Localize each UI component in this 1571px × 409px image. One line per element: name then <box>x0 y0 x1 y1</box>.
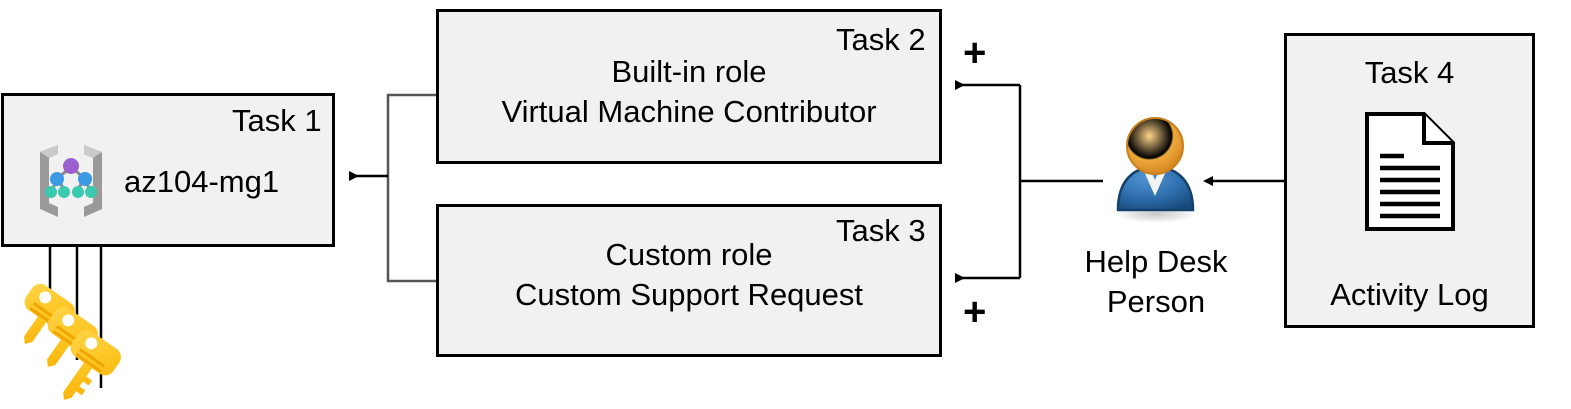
task3-line2: Custom Support Request <box>514 277 864 312</box>
document-icon <box>1362 110 1458 233</box>
task2-line2: Virtual Machine Contributor <box>501 94 877 129</box>
person-icon <box>1098 110 1213 225</box>
task4-text: Activity Log <box>1330 277 1489 312</box>
task2-line1: Built-in role <box>611 54 767 89</box>
plus-top-icon: + <box>963 31 987 75</box>
task1-text: az104-mg1 <box>124 164 280 199</box>
task1-box[interactable] <box>1 93 335 247</box>
management-group-icon <box>28 137 114 223</box>
task4-corner-label: Task 4 <box>1364 55 1455 90</box>
person-caption-line2: Person <box>1106 284 1206 319</box>
task2-box[interactable] <box>436 9 942 164</box>
task3-box[interactable] <box>436 204 942 357</box>
plus-bottom-icon: + <box>963 290 987 334</box>
task1-corner-label: Task 1 <box>232 103 322 138</box>
person-caption-line1: Help Desk <box>1084 244 1228 279</box>
keys-icon <box>20 278 140 409</box>
task3-line1: Custom role <box>605 237 773 272</box>
connector-roles-to-task1 <box>349 93 436 283</box>
task2-corner-label: Task 2 <box>836 22 926 57</box>
task3-corner-label: Task 3 <box>836 213 926 248</box>
